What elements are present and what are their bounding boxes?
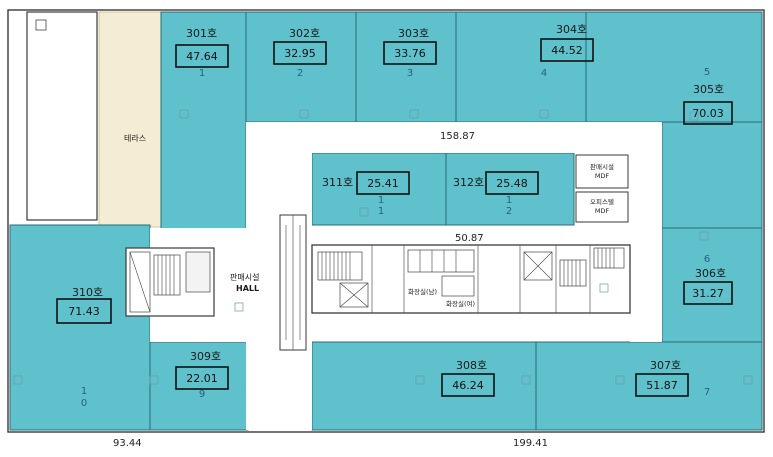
- room-312-name: 312호: [453, 176, 484, 189]
- room-303-area: 33.76: [394, 47, 426, 60]
- room-303[interactable]: [355, 11, 457, 123]
- sales-hall-label-1: 판매시설: [230, 272, 259, 282]
- terrace-label: 테라스: [124, 134, 146, 143]
- room-311-number-2: 1: [378, 206, 384, 217]
- room-309[interactable]: [149, 341, 249, 431]
- room-303-number: 3: [407, 68, 413, 79]
- room-301-number: 1: [199, 68, 205, 79]
- room-309-area-box: [175, 366, 229, 390]
- room-303-area-box: [383, 41, 437, 65]
- room-309-name: 309호: [190, 350, 221, 363]
- terrace-area: [98, 11, 162, 228]
- core-stair-left: [317, 251, 369, 308]
- room-306-area: 31.27: [692, 287, 724, 300]
- dimension-top-span: 158.87: [440, 131, 475, 142]
- room-306[interactable]: [661, 227, 763, 343]
- room-306-name: 306호: [695, 267, 726, 280]
- room-311-number-1: 1: [378, 195, 384, 206]
- sales-mdf-label-2: MDF: [595, 172, 610, 180]
- room-305-area: 70.03: [692, 107, 724, 120]
- room-305-number: 5: [704, 67, 710, 78]
- room-311-area: 25.41: [367, 177, 399, 190]
- room-307-name: 307호: [650, 359, 681, 372]
- room-310-area: 71.43: [68, 305, 100, 318]
- left-stair-core: [125, 247, 215, 317]
- room-307[interactable]: [535, 341, 763, 431]
- room-312-number-2: 2: [506, 206, 512, 217]
- room-312-number-1: 1: [506, 195, 512, 206]
- room-309-area: 22.01: [186, 372, 218, 385]
- room-312-area-box: [485, 171, 539, 195]
- room-303-name: 303호: [398, 27, 429, 40]
- restroom-female-label: 화장실(여): [446, 299, 475, 308]
- room-308-area-box: [441, 373, 495, 397]
- room-304-name: 304호: [556, 23, 587, 36]
- room-304-area: 44.52: [551, 44, 583, 57]
- room-301[interactable]: [160, 11, 247, 234]
- void-area: [26, 11, 98, 221]
- room-304-area-box: [540, 38, 594, 62]
- office-mdf-label-1: 오피스텔: [590, 197, 614, 206]
- room-302-area: 32.95: [284, 47, 316, 60]
- room-302-name: 302호: [289, 27, 320, 40]
- room-302-area-box: [273, 41, 327, 65]
- building-core: [311, 244, 631, 314]
- room-301-area-box: [175, 44, 229, 68]
- room-311-area-box: [356, 171, 410, 195]
- room-311[interactable]: [311, 152, 447, 226]
- room-307-number: 7: [704, 387, 710, 398]
- room-306-number: 6: [704, 254, 710, 265]
- sales-mdf-room[interactable]: [575, 154, 629, 189]
- dimension-bottom-right: 199.41: [513, 438, 548, 449]
- room-304-number: 4: [541, 68, 547, 79]
- room-309-number: 9: [199, 389, 205, 400]
- dimension-bottom-left: 93.44: [113, 438, 142, 449]
- room-310-area-box: [56, 298, 112, 324]
- room-307-area-box: [635, 373, 689, 397]
- escalators: [279, 214, 307, 351]
- restroom-block: [407, 249, 475, 297]
- room-301-area: 47.64: [186, 50, 218, 63]
- h-markers: [13, 109, 753, 385]
- room-310-name: 310호: [72, 286, 103, 299]
- office-mdf-room[interactable]: [575, 191, 629, 223]
- room-305-area-box: [683, 101, 733, 125]
- room-308-name: 308호: [456, 359, 487, 372]
- room-312[interactable]: [445, 152, 575, 226]
- room-306-area-box: [683, 281, 733, 305]
- dimension-mid-span: 50.87: [455, 233, 484, 244]
- room-301-name: 301호: [186, 27, 217, 40]
- room-310-number-2: 0: [81, 398, 87, 409]
- checkbox-symbol: [35, 19, 47, 31]
- office-mdf-label-2: MDF: [595, 207, 610, 215]
- room-302-number: 2: [297, 68, 303, 79]
- core-elevators-right: [523, 247, 625, 287]
- room-305-name: 305호: [693, 83, 724, 96]
- sales-hall-label-2: HALL: [236, 284, 259, 293]
- sales-mdf-label-1: 판매시설: [590, 162, 614, 171]
- room-308[interactable]: [311, 341, 537, 431]
- room-310-number-1: 1: [81, 386, 87, 397]
- room-312-area: 25.48: [496, 177, 528, 190]
- room-308-area: 46.24: [452, 379, 484, 392]
- room-307-area: 51.87: [646, 379, 678, 392]
- restroom-male-label: 화장실(남): [408, 287, 437, 296]
- room-311-name: 311호: [322, 176, 353, 189]
- room-305-top[interactable]: [585, 11, 763, 123]
- room-305[interactable]: [661, 121, 763, 229]
